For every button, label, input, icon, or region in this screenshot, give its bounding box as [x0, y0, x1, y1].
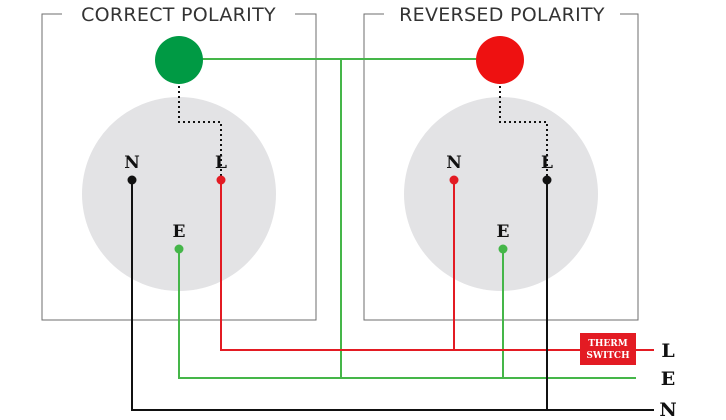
supply-earth-label: E: [661, 368, 675, 390]
left-panel-title: CORRECT POLARITY: [81, 4, 276, 26]
reversed-polarity-panel: REVERSED POLARITY: [363, 4, 639, 321]
right-panel-title: REVERSED POLARITY: [399, 4, 605, 26]
supply-live-label: L: [661, 340, 674, 362]
therm-switch: THERM SWITCH: [580, 333, 636, 365]
right-terminal-l-label: L: [541, 153, 553, 173]
left-terminal-e-label: E: [173, 222, 186, 242]
right-panel-frame: [363, 13, 639, 321]
right-socket-disc: [404, 97, 598, 291]
left-live-wire: [220, 179, 580, 351]
left-terminal-l-dot: [216, 175, 226, 185]
left-indicator-link: [178, 86, 222, 179]
right-indicator-link: [499, 86, 548, 179]
left-socket-disc: [82, 97, 276, 291]
right-terminal-l-dot: [542, 175, 552, 185]
correct-polarity-panel: CORRECT POLARITY: [41, 4, 317, 321]
right-terminal-n-dot: [449, 175, 459, 185]
left-terminal-e-dot: [174, 244, 184, 254]
left-terminal-n-dot: [127, 175, 137, 185]
left-neutral-wire: [131, 179, 654, 411]
left-terminal-n-label: N: [124, 153, 140, 173]
therm-switch-line2: SWITCH: [586, 351, 630, 361]
supply-neutral-label: N: [659, 399, 676, 420]
reversed-indicator-lamp: [476, 36, 524, 84]
therm-switch-box: [580, 333, 636, 365]
correct-indicator-lamp: [155, 36, 203, 84]
left-terminal-l-label: L: [215, 153, 227, 173]
right-terminal-n-label: N: [446, 153, 462, 173]
right-terminal-e-label: E: [497, 222, 510, 242]
left-earth-wire: [178, 248, 636, 379]
therm-switch-line1: THERM: [588, 339, 628, 349]
right-terminal-e-dot: [498, 244, 508, 254]
